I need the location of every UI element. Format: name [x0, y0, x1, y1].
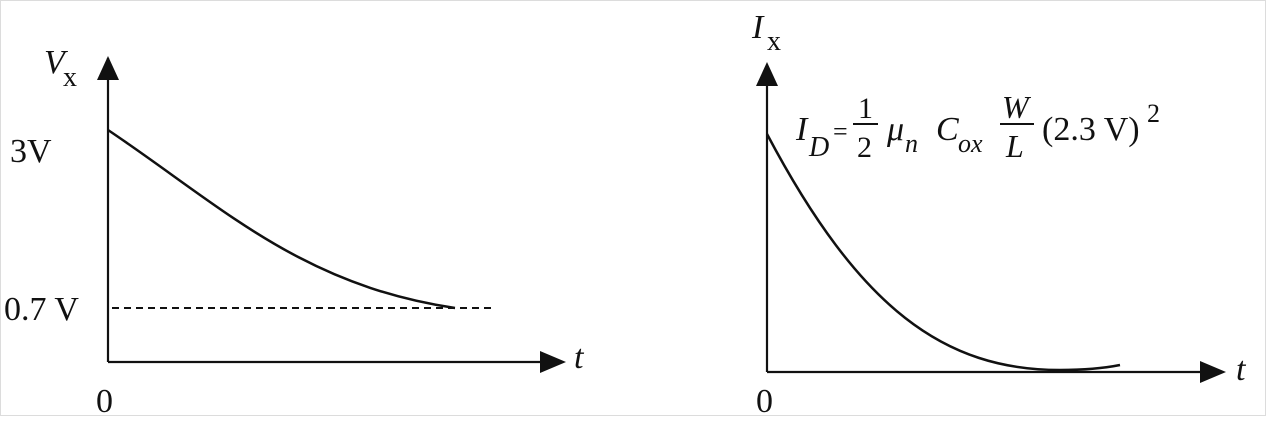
eq-mu-subscript: n: [905, 129, 918, 158]
left-x-axis-label: t: [574, 339, 585, 376]
right-x-axis-label: t: [1236, 351, 1247, 388]
left-y-tick-3v: 3V: [10, 133, 52, 170]
eq-equals: =: [833, 117, 848, 146]
right-x-axis-arrowhead: [1200, 361, 1226, 383]
right-plot: I x 0 t I D = 1 2 μ n C ox W L (2.3 V) 2: [751, 9, 1247, 420]
eq-parenthetical: (2.3 V): [1042, 111, 1140, 148]
eq-l: L: [1005, 128, 1024, 164]
eq-lhs-subscript: D: [808, 132, 829, 163]
eq-c-subscript: ox: [958, 129, 983, 158]
eq-c: C: [936, 111, 959, 148]
eq-w: W: [1002, 89, 1032, 125]
eq-half-numerator: 1: [858, 92, 873, 125]
left-voltage-curve: [107, 128, 456, 310]
drain-current-equation: I D = 1 2 μ n C ox W L (2.3 V) 2: [795, 89, 1160, 164]
left-y-axis-arrowhead: [97, 56, 119, 80]
left-plot: V x 3V 0.7 V 0 t: [4, 44, 585, 420]
right-origin-label: 0: [756, 383, 773, 416]
left-y-tick-0-7v: 0.7 V: [4, 291, 79, 328]
left-y-axis-subscript: x: [63, 62, 77, 93]
right-current-curve: [765, 133, 1121, 372]
eq-lhs: I: [795, 111, 809, 148]
eq-exponent: 2: [1147, 99, 1160, 128]
eq-mu: μ: [886, 111, 904, 148]
right-y-axis-subscript: x: [767, 26, 781, 57]
left-x-axis-arrowhead: [540, 351, 566, 373]
right-y-axis-symbol: I: [751, 9, 765, 46]
right-y-axis-arrowhead: [756, 62, 778, 86]
left-origin-label: 0: [96, 383, 113, 416]
eq-half-denominator: 2: [857, 131, 872, 164]
